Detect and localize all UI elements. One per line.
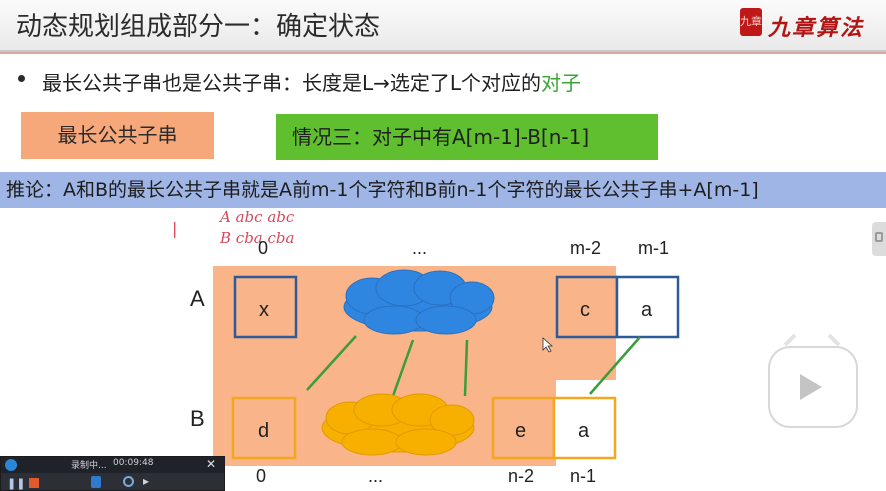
- blue-cloud: [343, 269, 495, 335]
- cell-a-m1: [615, 275, 680, 339]
- recorder-status: 录制中...: [71, 461, 107, 471]
- link-line-4: [589, 336, 641, 395]
- stop-icon[interactable]: [29, 478, 39, 488]
- cell-b0-text: d: [258, 420, 269, 442]
- handwriting-line-2: B cba cba: [219, 229, 294, 247]
- bottom-index-0: 0: [256, 466, 266, 486]
- mouse-cursor-icon: [542, 337, 554, 353]
- yellow-cloud: [321, 393, 475, 456]
- cell-a-m2-text: c: [580, 299, 590, 321]
- link-line-2: [391, 339, 415, 397]
- top-index-m2: m-2: [570, 238, 601, 258]
- pause-icon[interactable]: ❚❚: [7, 477, 26, 490]
- cell-a-m1-text: a: [641, 299, 653, 321]
- bullet-text: 最长公共子串也是公共子串：长度是L→选定了L个对应的对子: [42, 67, 581, 96]
- header-divider: [0, 52, 886, 54]
- recorder-app-icon: [5, 459, 17, 471]
- cell-a0-text: x: [259, 299, 269, 321]
- camera-icon[interactable]: [123, 476, 134, 487]
- panel-toggle-icon: [875, 232, 883, 242]
- screen-recorder-widget: 录制中... 00:09:48 ✕ ❚❚ ▸: [0, 456, 225, 491]
- bottom-index-n2: n-2: [508, 466, 534, 486]
- case-three-box: 情况三：对子中有A[m-1]-B[n-1]: [276, 114, 658, 160]
- row-a-label: A: [190, 286, 205, 311]
- link-line-1: [306, 335, 357, 391]
- top-index-0: 0: [258, 238, 268, 258]
- diagram: | A abc abc B cba cba 0 ... m-2 m-1 A B …: [172, 208, 680, 486]
- pen-mark: |: [172, 219, 177, 238]
- close-icon[interactable]: ✕: [206, 457, 217, 471]
- marker-icon[interactable]: [91, 476, 101, 488]
- cell-b-n2-text: e: [515, 420, 526, 442]
- row-b-label: B: [190, 406, 205, 431]
- logo-seal: 九章: [740, 8, 762, 36]
- more-icon[interactable]: ▸: [143, 474, 150, 488]
- handwriting-line-1: A abc abc: [218, 208, 295, 226]
- top-index-m1: m-1: [638, 238, 669, 258]
- play-icon: [800, 374, 822, 400]
- cell-b-n1-text: a: [578, 420, 590, 442]
- bottom-ellipsis: ...: [368, 466, 383, 486]
- bullet-main: 最长公共子串也是公共子串：长度是L→选定了L个对应的: [42, 71, 542, 95]
- slide-title: 动态规划组成部分一：确定状态: [16, 12, 381, 42]
- lcs-box: 最长公共子串: [21, 112, 214, 159]
- top-ellipsis: ...: [412, 238, 427, 258]
- bottom-index-n1: n-1: [570, 466, 596, 486]
- bullet-highlight: 对子: [541, 71, 582, 95]
- cell-b0: [231, 396, 297, 460]
- side-panel-tab[interactable]: [872, 222, 886, 256]
- cell-b-n1: [552, 396, 617, 460]
- logo-brand: 九章算法: [768, 15, 865, 41]
- cell-a0: [233, 275, 298, 339]
- link-line-3: [463, 339, 469, 397]
- bullet-dot: [18, 75, 25, 82]
- recorder-time: 00:09:48: [113, 458, 154, 468]
- header-bar: [0, 0, 886, 52]
- recorder-titlebar: [1, 457, 224, 473]
- conclusion-band: 推论：A和B的最长公共子串就是A前m-1个字符和B前n-1个字符的最长公共子串+…: [0, 172, 886, 208]
